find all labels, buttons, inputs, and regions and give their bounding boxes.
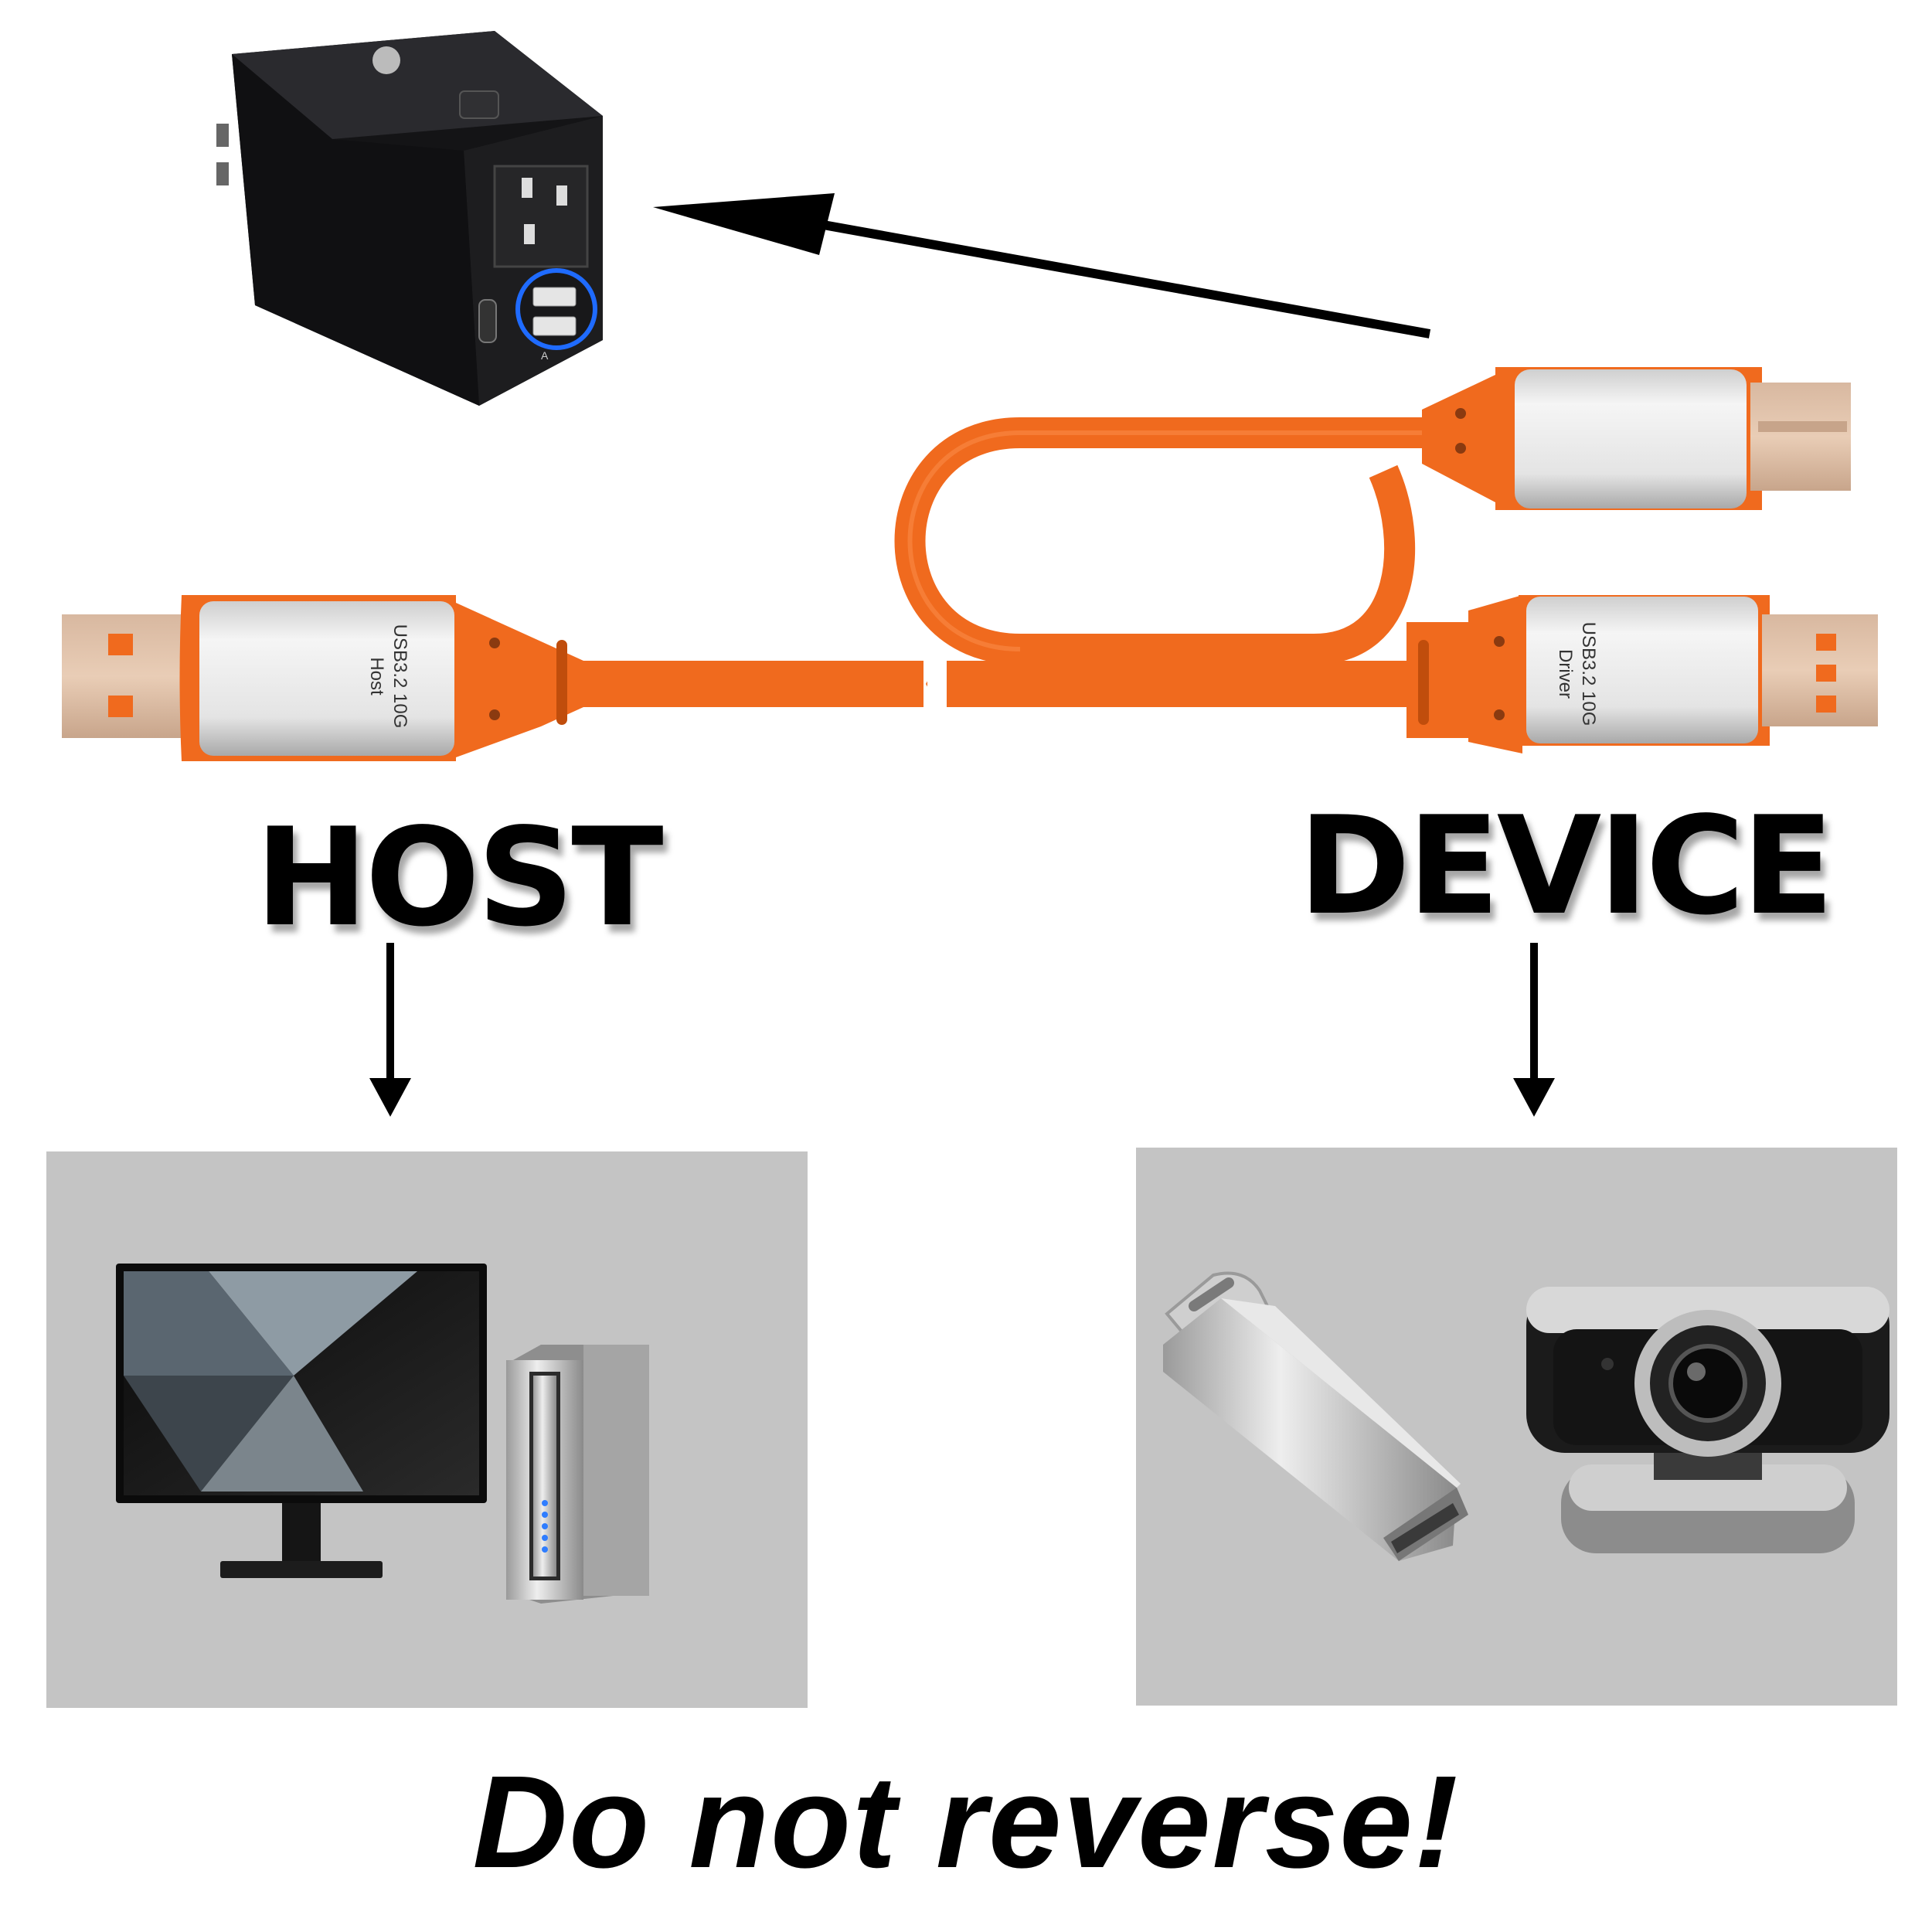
usb-flash-drive-icon: [1163, 1271, 1468, 1561]
arrow-icon: [369, 943, 411, 1117]
arrow-icon: [653, 193, 1431, 338]
usb-plug-icon: USB3.2 10G Host: [62, 595, 583, 761]
device-label: DEVICE: [1298, 788, 1834, 945]
pc-tower-icon: [506, 1345, 649, 1604]
webcam-icon: [1526, 1287, 1889, 1553]
orange-cable: [583, 417, 1430, 707]
usb-plug-icon: USB3.2 10G Driver: [1406, 595, 1878, 753]
monitor-icon: [116, 1264, 487, 1578]
driver-plug-label-line1: USB3.2 10G: [1578, 622, 1599, 726]
host-plug-label-line1: USB3.2 10G: [389, 624, 410, 729]
warning-text: Do not reverse!: [472, 1749, 1460, 1896]
host-plug-label-line2: Host: [366, 657, 387, 696]
usb-plug-icon: [1422, 367, 1851, 510]
host-label: HOST: [255, 800, 664, 957]
arrow-icon: [1513, 943, 1555, 1117]
wall-charger-icon: A: [216, 31, 603, 406]
driver-plug-label-line2: Driver: [1555, 649, 1576, 699]
charger-port-label: A: [541, 349, 549, 362]
